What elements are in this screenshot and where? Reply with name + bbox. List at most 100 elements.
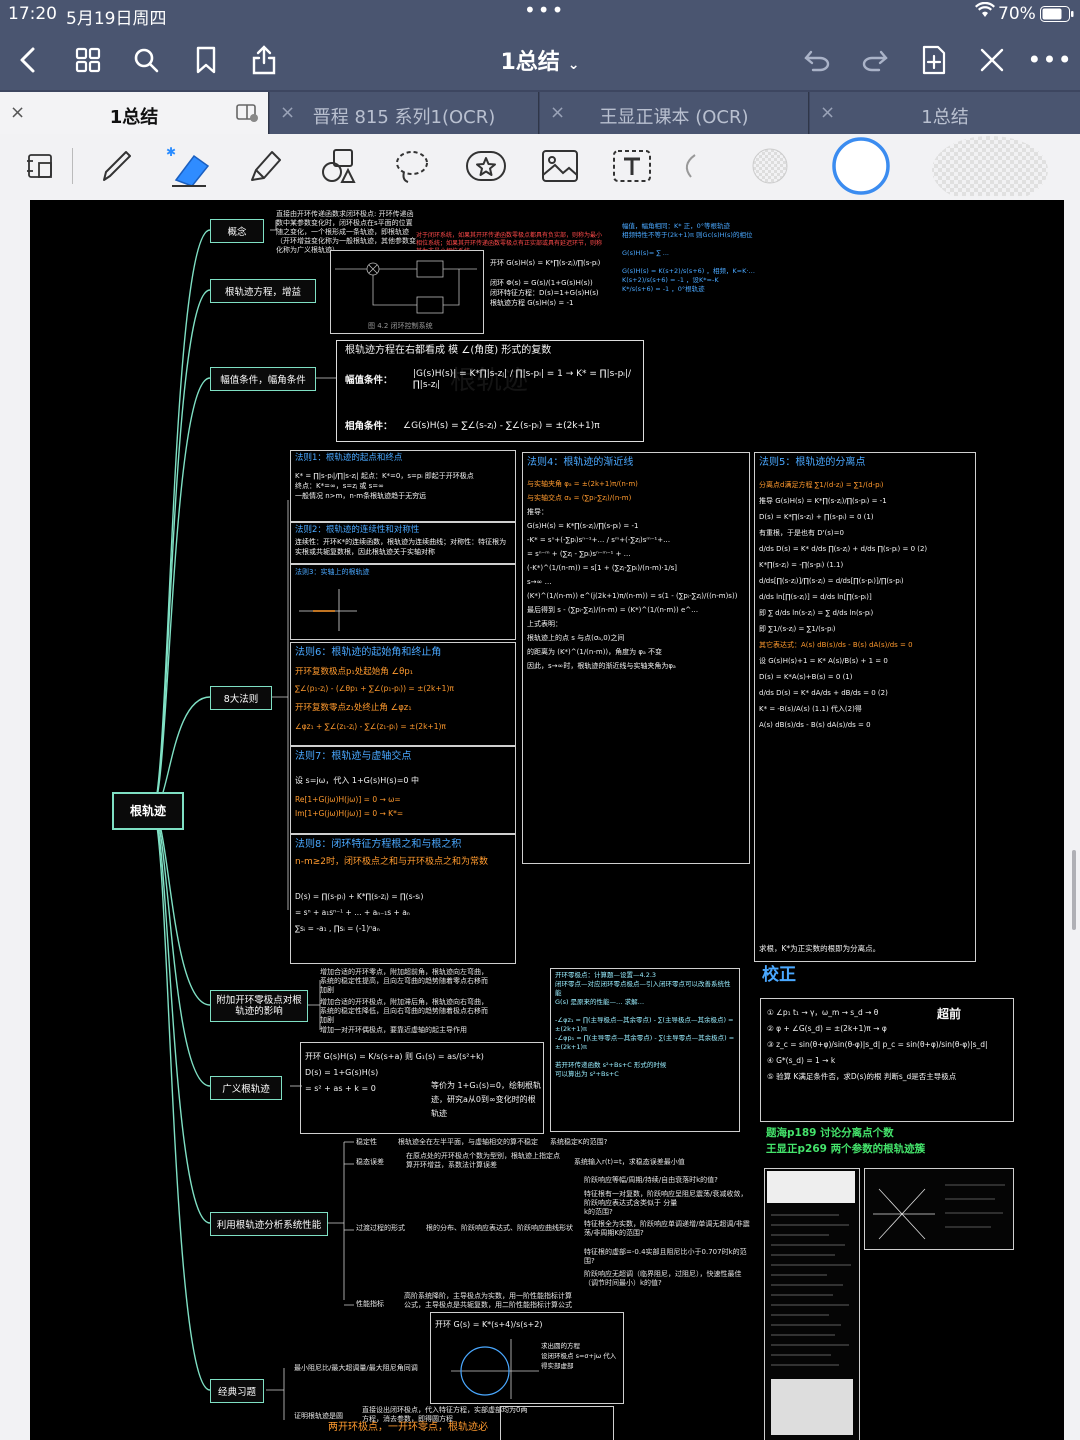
highlighter-icon[interactable] xyxy=(240,142,288,190)
image-icon[interactable] xyxy=(536,142,584,190)
rule2-title: 法则2：根轨迹的连续性和对称性 xyxy=(295,525,420,535)
branch-classic-problems[interactable]: 经典习题 xyxy=(210,1379,264,1403)
tab-1[interactable]: × 1总结 xyxy=(0,92,269,134)
multitask-dots-icon[interactable]: ••• xyxy=(524,0,566,22)
back-icon[interactable] xyxy=(8,40,48,80)
rule3-box: 法则3：实轴上的根轨迹 xyxy=(290,564,516,640)
thumbnail-image xyxy=(767,1171,855,1203)
rule1-title: 法则1：根轨迹的起点和终点 xyxy=(295,453,403,463)
lasso-icon[interactable] xyxy=(388,142,436,190)
tab-4[interactable]: × 1总结 xyxy=(810,92,1080,134)
scroll-indicator[interactable] xyxy=(1072,850,1076,930)
angle-condition-label: 相角条件： xyxy=(345,421,393,432)
status-time: 17:20 xyxy=(8,4,57,24)
nav-bar: 1总结⌄ ••• xyxy=(0,30,1080,90)
document-title[interactable]: 1总结⌄ xyxy=(500,50,580,75)
branch-8-rules[interactable]: 8大法则 xyxy=(210,686,272,710)
redo-icon[interactable] xyxy=(855,40,895,80)
rule2-text: 连续性：开环K*的连续函数，根轨迹为连续曲线；对称性：特征根为实根或共轭复数根，… xyxy=(295,538,507,556)
tihai-note: 题海p189 讨论分离点个数 xyxy=(766,1127,894,1139)
rule5-content: 分离点d满足方程 ∑1/(d-zⱼ) = ∑1/(d-pᵢ)推导 G(s)H(s… xyxy=(759,481,928,729)
branch-performance[interactable]: 利用根轨迹分析系统性能 xyxy=(210,1212,328,1236)
amplitude-condition-label: 幅值条件： xyxy=(345,375,393,386)
add-dipole-note: 增加一对开环偶极点，要靠近虚轴的起主导作用 xyxy=(320,1026,467,1034)
rule7-text: 设 s=jω，代入 1+G(s)H(s)=0 中 xyxy=(295,776,420,785)
branch-add-poles-zeros[interactable]: 附加开环零极点对根轨迹的影响 xyxy=(210,990,308,1022)
close-icon[interactable]: × xyxy=(280,102,296,123)
thickness-swatch[interactable] xyxy=(930,136,1050,196)
add-zero-note: 增加合适的开环零点，附加超前角，根轨迹向左弯曲，系统的稳定性提高，且向左弯曲的趋… xyxy=(320,968,488,994)
status-bar: 17:20 5月19日周四 ••• 70% xyxy=(0,0,1080,30)
amplitude-formula: |G(s)H(s)| = K*∏|s-zⱼ| / ∏|s-pᵢ| = 1 → K… xyxy=(413,369,631,390)
rule4-content: 与实轴夹角 φₐ = ±(2k+1)π/(n-m)与实轴交点 σₐ = (∑pᵢ… xyxy=(527,480,738,670)
lead-label: 超前 xyxy=(937,1007,962,1021)
eraser-icon[interactable]: ✱ xyxy=(166,142,214,190)
note-page[interactable]: 根轨迹 概念 根轨迹方程，增益 幅值条件，幅角条件 8大法则 附加开环零极点对根… xyxy=(30,200,1064,1440)
rule8-title: 法则8：闭环特征方程根之和与根之积 xyxy=(295,839,462,850)
perf-transient-label: 过渡过程的形式 xyxy=(356,1224,405,1232)
concept-blue-note: 幅值，幅角相同：K* 正，0°等根轨迹相频特性不等于(2k+1)π 则Gc(s)… xyxy=(622,222,755,293)
perf-steady-text: 在原点处的开环极点个数为型别，根轨迹上指定点算开环增益，系数法计算误差 xyxy=(406,1152,560,1169)
perf-index-label: 性能指标 xyxy=(356,1300,384,1308)
read-mode-icon[interactable] xyxy=(18,142,66,190)
rule6-end-formula: ∠φz₁ + ∑∠(z₁-zⱼ) - ∑∠(z₁-pᵢ) = ±(2k+1)π xyxy=(295,722,446,731)
figure-caption: 图 4.2 闭环控制系统 xyxy=(368,322,433,330)
classic-note: 求出圆的方程设闭环极点 s=σ+jω 代入得实部虚部 xyxy=(541,1342,617,1370)
classic-locus-sketch xyxy=(451,1339,539,1399)
split-view-icon[interactable] xyxy=(236,104,258,126)
classic-title: 两开环极点，一开环零点，根轨迹必 xyxy=(328,1422,488,1433)
battery-icon xyxy=(1040,6,1074,27)
sticker-icon[interactable] xyxy=(462,142,510,190)
classic-question-1: 最小阻尼比/最大超调量/最大阻尼角同调 xyxy=(294,1364,418,1372)
add-pole-note: 增加合适的开环极点，附加滞后角，根轨迹向右弯曲，系统的稳定性降低，且向右弯曲的趋… xyxy=(320,998,488,1024)
branch-equation-gain[interactable]: 根轨迹方程，增益 xyxy=(210,279,316,303)
rule5-box: 法则5：根轨迹的分离点 分离点d满足方程 ∑1/(d-zⱼ) = ∑1/(d-p… xyxy=(754,452,976,962)
text-tool-icon[interactable] xyxy=(608,142,656,190)
rule3-title: 法则3：实轴上的根轨迹 xyxy=(295,568,370,576)
color-swatch-selected[interactable] xyxy=(830,136,892,196)
search-icon[interactable] xyxy=(126,40,166,80)
close-icon[interactable]: × xyxy=(820,102,836,123)
watermark: 根轨迹 xyxy=(450,366,529,396)
rule5-title: 法则5：根轨迹的分离点 xyxy=(759,457,866,468)
undo-icon[interactable] xyxy=(797,40,837,80)
shapes-icon[interactable] xyxy=(314,142,362,190)
rule8-box: 法则8：闭环特征方程根之和与根之积 n-m≥2时，闭环极点之和与开环极点之和为常… xyxy=(290,834,516,964)
rule8-formula: D(s) = ∏(s-pᵢ) + K*∏(s-zⱼ) = ∏(s-sᵢ)= sⁿ… xyxy=(295,892,424,933)
grid-icon[interactable] xyxy=(68,40,108,80)
thumbnail-notes-1 xyxy=(764,1168,860,1440)
wifi-icon xyxy=(975,1,995,22)
thumbnail-cross-sketch xyxy=(873,1184,1005,1240)
pen-icon[interactable] xyxy=(92,142,140,190)
branch-general-locus[interactable]: 广义根轨迹 xyxy=(210,1076,282,1100)
tab-bar: × 1总结 × 晋程 815 系列1(OCR) × 王显正课本 (OCR) × … xyxy=(0,90,1080,134)
close-pen-icon[interactable] xyxy=(972,40,1012,80)
more-icon[interactable]: ••• xyxy=(1027,46,1073,74)
branch-amplitude-angle[interactable]: 幅值条件，幅角条件 xyxy=(210,367,316,391)
color-swatch-transparent[interactable] xyxy=(746,142,794,190)
bookmark-icon[interactable] xyxy=(186,40,226,80)
rule7-title: 法则7：根轨迹与虚轴交点 xyxy=(295,751,412,762)
chevron-down-icon[interactable]: ⌄ xyxy=(567,57,580,73)
perf-stability-label: 稳定性 xyxy=(356,1138,377,1146)
laser-pointer-icon[interactable] xyxy=(676,142,706,190)
block-diagram xyxy=(330,250,484,334)
perf-question-2: 特征根有一对复数，阶跃响应呈阻尼震荡/衰减收敛，阶跃响应表达式含类似于 分量 xyxy=(584,1190,748,1207)
classic-question-2-text: 直接设出闭环极点，代入特征方程，实部虚部均为0两方程，消去参数，即得圆方程 xyxy=(362,1406,528,1423)
add-page-icon[interactable] xyxy=(914,40,954,80)
rule7-box: 法则7：根轨迹与虚轴交点 设 s=jω，代入 1+G(s)H(s)=0 中 Re… xyxy=(290,746,516,834)
rule8-text: n-m≥2时，闭环极点之和与开环极点之和为常数 xyxy=(295,857,488,867)
root-node[interactable]: 根轨迹 xyxy=(112,792,184,830)
perf-question-5: 特征根的虚部=-0.4实部且阻尼比小于0.707时k的范围? xyxy=(584,1248,747,1265)
close-icon[interactable]: × xyxy=(550,102,566,123)
branch-concept[interactable]: 概念 xyxy=(210,219,264,243)
tab-2[interactable]: × 晋程 815 系列1(OCR) xyxy=(270,92,539,134)
share-icon[interactable] xyxy=(244,40,284,80)
tab-3[interactable]: × 王显正课本 (OCR) xyxy=(540,92,809,134)
rule7-formula: Re[1+G(jω)H(jω)] = 0 → ω=Im[1+G(jω)H(jω)… xyxy=(295,795,404,818)
perf-steady-result: 系统输入r(t)=t，求稳态误差最小值 xyxy=(574,1158,685,1166)
close-icon[interactable]: × xyxy=(10,102,26,123)
rule2-box: 法则2：根轨迹的连续性和对称性 连续性：开环K*的连续函数，根轨迹为连续曲线；对… xyxy=(290,522,516,564)
